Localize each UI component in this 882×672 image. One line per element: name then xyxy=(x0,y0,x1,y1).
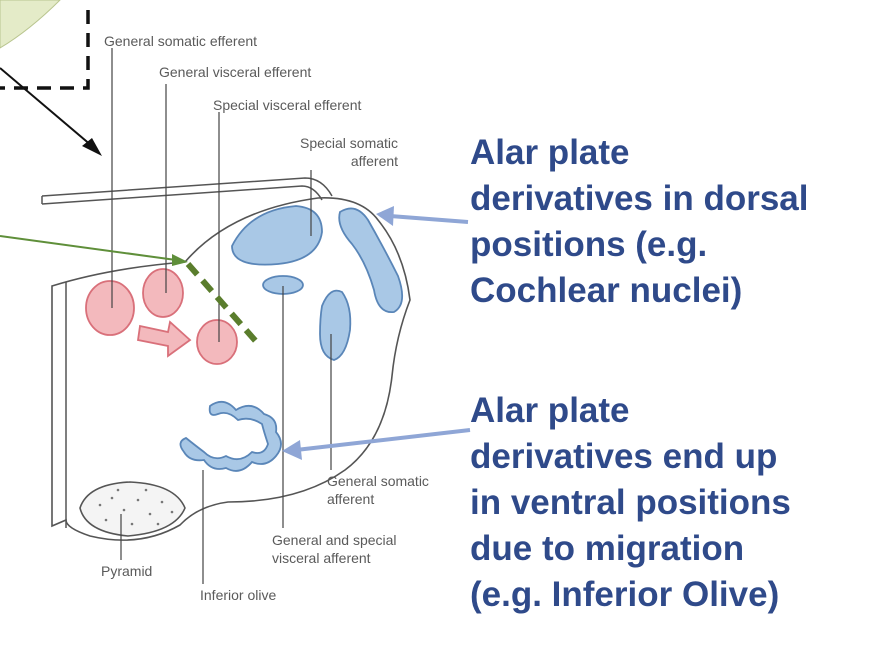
dorsal-callout-arrowhead-icon xyxy=(376,206,394,226)
black-pointer-line xyxy=(0,67,93,147)
label-general-somatic-afferent-line1: General somatic xyxy=(327,473,429,489)
callout-dorsal-line1: Alar plate xyxy=(470,133,630,172)
brainstem-outline xyxy=(51,197,411,541)
label-special-somatic-afferent-line1: Special somatic xyxy=(300,135,399,151)
black-arrowhead-icon xyxy=(82,138,102,156)
label-general-somatic-afferent-line2: afferent xyxy=(327,491,375,507)
ventral-callout-arrow-line xyxy=(295,428,471,452)
label-pyramid: Pyramid xyxy=(101,563,153,579)
basal-plate-nuclei xyxy=(85,268,238,365)
label-special-visceral-efferent: Special visceral efferent xyxy=(213,97,362,113)
alar-plate-nuclei xyxy=(179,205,404,472)
callout-ventral-line5: (e.g. Inferior Olive) xyxy=(470,575,780,614)
callout-ventral-line1: Alar plate xyxy=(470,391,630,430)
callout-ventral-alar-derivatives: Alar plate derivatives end up in ventral… xyxy=(470,388,791,618)
label-general-somatic-efferent: General somatic efferent xyxy=(104,33,258,49)
callout-dorsal-line4: Cochlear nuclei) xyxy=(470,271,743,310)
label-inferior-olive: Inferior olive xyxy=(200,587,277,603)
pyramid-shape xyxy=(79,481,186,537)
callout-ventral-line2: derivatives end up xyxy=(470,437,778,476)
dashed-inset-box xyxy=(0,10,90,90)
callout-dorsal-line3: positions (e.g. xyxy=(470,225,708,264)
sulcus-limitans-dash xyxy=(185,262,263,348)
special-somatic-afferent-nucleus xyxy=(231,205,323,266)
green-arrowhead-icon xyxy=(172,254,188,266)
migration-arrow-icon xyxy=(136,320,192,358)
label-gsva-line2: visceral afferent xyxy=(272,550,371,566)
cochlear-nucleus xyxy=(338,207,404,313)
special-visceral-efferent-nucleus xyxy=(196,319,238,365)
label-general-special-visceral-afferent: General and special visceral afferent xyxy=(272,531,397,567)
callout-ventral-line4: due to migration xyxy=(470,529,745,568)
general-somatic-efferent-nucleus xyxy=(85,280,135,336)
pyramid-stipple xyxy=(98,488,174,526)
general-somatic-afferent-nucleus xyxy=(319,289,352,361)
label-gsva-line1: General and special xyxy=(272,532,397,548)
dorsal-callout-arrow-line xyxy=(389,214,469,224)
ventricle-roof xyxy=(41,177,333,205)
general-visceral-efferent-nucleus xyxy=(142,268,184,318)
callout-dorsal-line2: derivatives in dorsal xyxy=(470,179,809,218)
label-special-somatic-afferent: Special somatic afferent xyxy=(300,134,398,170)
inferior-olive-nucleus xyxy=(179,400,282,472)
label-general-visceral-efferent: General visceral efferent xyxy=(159,64,312,80)
label-general-somatic-afferent: General somatic afferent xyxy=(327,472,429,508)
green-pointer-line xyxy=(0,235,177,261)
label-special-somatic-afferent-line2: afferent xyxy=(350,153,399,169)
corner-figure-fragment xyxy=(0,0,61,49)
callout-ventral-line3: in ventral positions xyxy=(470,483,791,522)
ventral-callout-arrowhead-icon xyxy=(282,440,302,460)
callout-dorsal-alar-derivatives: Alar plate derivatives in dorsal positio… xyxy=(470,130,808,314)
